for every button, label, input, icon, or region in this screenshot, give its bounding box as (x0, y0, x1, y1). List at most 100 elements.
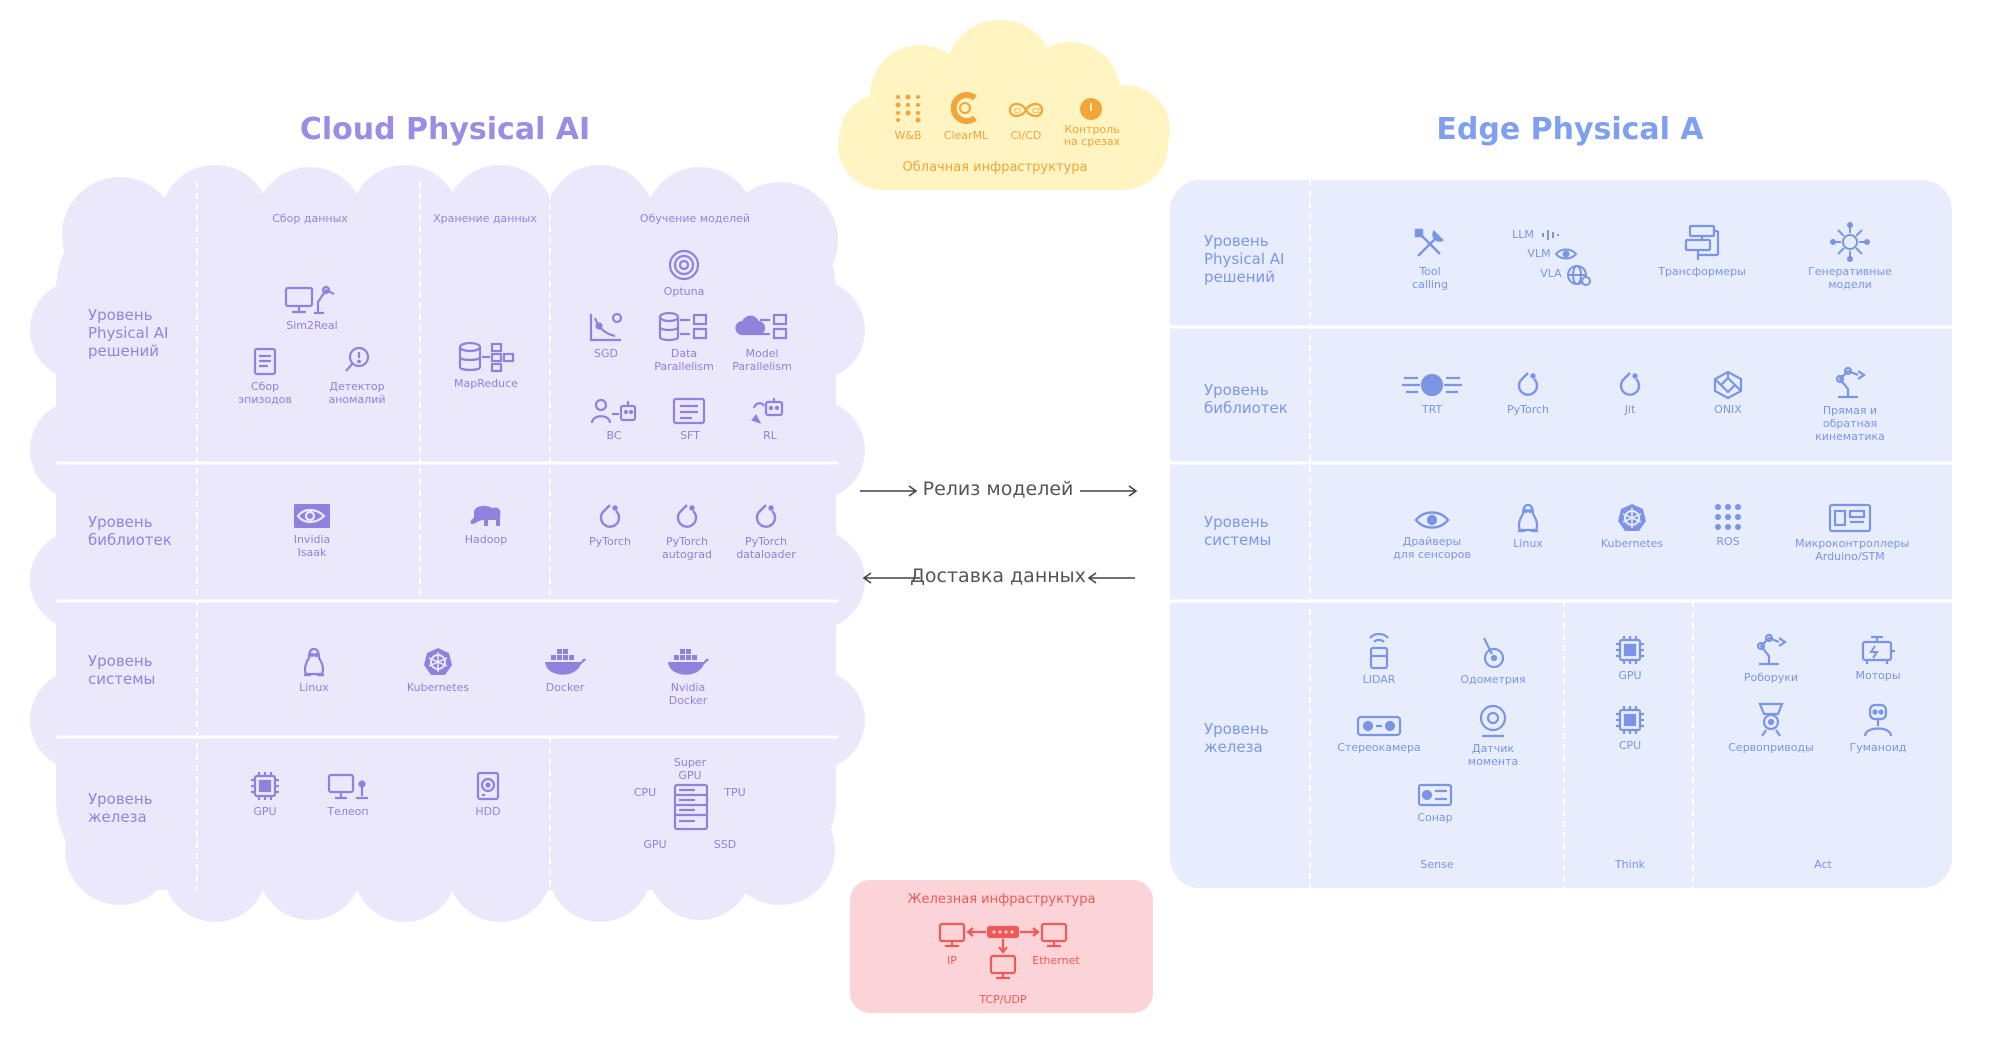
robot-arm-icon (1835, 366, 1866, 399)
linux-cloud: Linux (259, 646, 369, 694)
tpu-label: TPU (724, 786, 746, 799)
cpu-edge: CPU (1575, 704, 1685, 752)
generative-models: Генеративные модели (1795, 222, 1905, 291)
checklist-icon (672, 397, 706, 425)
motors: Моторы (1823, 634, 1933, 682)
onix: ONIX (1673, 370, 1783, 416)
kubernetes-wheel-icon (1618, 504, 1646, 531)
pytorch-icon (599, 504, 621, 528)
eye-icon (1414, 511, 1450, 529)
pytorch-icon (1619, 372, 1641, 396)
nvidia-docker: Nvidia Docker (633, 646, 743, 707)
monitor-joystick-icon (327, 773, 368, 800)
pytorch-icon (676, 504, 698, 528)
model-parallelism: Model Parallelism (707, 310, 817, 373)
sound-wave-icon (1542, 230, 1559, 240)
microcontrollers: Микроконтроллеры Arduino/STM (1795, 502, 1909, 563)
kubernetes-edge: Kubernetes (1577, 502, 1687, 550)
docker-whale-icon (545, 649, 586, 675)
chip-icon (251, 772, 279, 800)
delivery-label: Доставка данных (910, 565, 1086, 587)
roboruki: Роборуки (1716, 632, 1826, 684)
cicd-ci-text: CI (1014, 107, 1021, 115)
data-parallelism: Data Parallelism (629, 310, 739, 373)
vlm-label: VLM (1527, 247, 1551, 260)
wandb-label: W&B (894, 129, 922, 142)
transformers: Трансформеры (1647, 222, 1757, 278)
gpu-label-cluster: GPU (643, 838, 667, 851)
odometry: Одометрия (1438, 634, 1548, 686)
hdd: HDD (433, 770, 543, 818)
cloud-row-hardware: Уровень железа (88, 790, 153, 826)
anomaly-detector: Детектор аномалий (302, 345, 412, 406)
person-robot-icon (590, 398, 637, 424)
vla-label: VLA (1540, 267, 1562, 280)
mapreduce: MapReduce (431, 340, 541, 390)
slice-control-label: Контроль на срезах (1063, 123, 1121, 148)
tcp-udp-label: TCP/UDP (979, 993, 1027, 1006)
edge-title: Edge Physical A (1436, 112, 1704, 147)
magnifier-alert-icon (345, 346, 370, 372)
robot-arm-monitor-icon (284, 285, 335, 315)
ip-label: IP (947, 954, 957, 967)
lidar: LIDAR (1324, 630, 1434, 686)
slice-control-icon (1080, 98, 1102, 120)
network-sun-icon (1830, 222, 1870, 262)
bc: BC (559, 396, 669, 442)
kubernetes-cloud: Kubernetes (383, 646, 493, 694)
fast-circle-icon (1402, 373, 1462, 397)
robot-reward-icon (751, 398, 784, 424)
section-think: Think (1614, 858, 1646, 871)
robot-arm-icon (1756, 633, 1787, 666)
rl: RL (715, 396, 825, 442)
wandb-icon (895, 94, 921, 123)
network-diagram-icon (938, 922, 1068, 980)
edge-row-system: Уровень системы (1204, 513, 1272, 549)
document-icon (253, 347, 277, 376)
docker: Docker (510, 646, 620, 694)
database-split-icon (658, 311, 708, 342)
pytorch-autograd: PyTorch autograd (632, 502, 742, 561)
globe-gear-icon (1567, 265, 1591, 286)
ros-dots-icon (1715, 504, 1741, 530)
cpu-label: CPU (633, 786, 657, 799)
pytorch-dataloader: PyTorch dataloader (711, 502, 821, 561)
pytorch-lib: PyTorch (555, 502, 665, 548)
gpu-cloud: GPU (210, 770, 320, 818)
target-icon (668, 249, 700, 281)
cicd-label: CI/CD (1010, 129, 1042, 142)
cloud-infra-title: Облачная инфраструктура (902, 160, 1088, 175)
servos: Сервоприводы (1716, 700, 1826, 754)
sonar: Сонар (1380, 782, 1490, 824)
microcontroller-board-icon (1828, 503, 1872, 533)
eye-icon (1554, 248, 1578, 260)
super-gpu-label: Super GPU (673, 756, 707, 782)
tools-icon (1414, 228, 1445, 257)
edge-row-libraries: Уровень библиотек (1204, 381, 1288, 417)
clearml-label: ClearML (943, 129, 989, 142)
sensor-drivers: Драйверы для сенсоров (1377, 508, 1487, 561)
tool-calling: Tool calling (1375, 226, 1485, 291)
jit: Jit (1575, 370, 1685, 416)
hw-infra-title: Железная инфраструктура (907, 892, 1096, 907)
cloud-row-solutions: Уровень Physical AI решений (88, 306, 169, 360)
sonar-icon (1417, 783, 1453, 807)
gradient-graph-icon (589, 312, 623, 342)
docker-whale-icon (668, 649, 709, 675)
chip-icon (1616, 706, 1644, 734)
sim2real: Sim2Real (257, 280, 367, 332)
linux-penguin-icon (303, 647, 325, 677)
onnx-polygon-icon (1713, 370, 1743, 400)
nvidia-eye-icon (294, 504, 330, 528)
section-act: Act (1814, 858, 1832, 871)
ethernet-label: Ethernet (1032, 954, 1080, 967)
stereo-camera: Стереокамера (1324, 714, 1434, 754)
linux-penguin-icon (1517, 503, 1539, 533)
teleop: Телеоп (293, 772, 403, 818)
stereo-camera-icon (1356, 715, 1402, 737)
